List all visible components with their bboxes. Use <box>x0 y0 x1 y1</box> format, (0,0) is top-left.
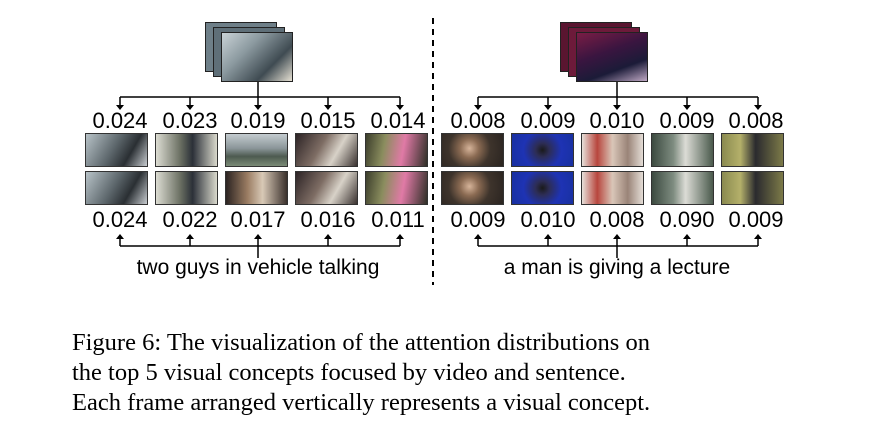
left-video-stack <box>205 22 297 82</box>
left-top-score: 0.014 <box>370 108 426 133</box>
frame-thumbnail <box>225 133 288 167</box>
frame-thumbnail <box>155 133 218 167</box>
left-bottom-score: 0.024 <box>92 207 148 232</box>
right-top-score: 0.008 <box>450 108 506 133</box>
frame-thumbnail <box>295 133 358 167</box>
frame-thumbnail <box>85 133 148 167</box>
right-bottom-score: 0.009 <box>728 207 784 232</box>
right-bottom-score: 0.009 <box>450 207 506 232</box>
right-bottom-score: 0.010 <box>520 207 576 232</box>
frame-thumbnail <box>651 133 714 167</box>
right-bottom-score: 0.090 <box>659 207 715 232</box>
right-video-stack <box>560 22 652 82</box>
left-bottom-score: 0.022 <box>162 207 218 232</box>
right-bottom-score: 0.008 <box>589 207 645 232</box>
left-top-score: 0.023 <box>162 108 218 133</box>
right-top-score: 0.010 <box>589 108 645 133</box>
attention-figure: 0.024 0.023 0.019 0.015 0.014 0.008 0.00… <box>85 18 784 285</box>
left-bottom-score: 0.016 <box>300 207 356 232</box>
frame-thumbnail <box>225 171 288 205</box>
caption-line: Each frame arranged vertically represent… <box>72 389 651 416</box>
left-top-score: 0.024 <box>92 108 148 133</box>
frame-thumbnail <box>365 133 428 167</box>
figure-caption: Figure 6: The visualization of the atten… <box>72 328 807 418</box>
frame-thumbnail <box>651 171 714 205</box>
frame-thumbnail <box>441 171 504 205</box>
left-bottom-score: 0.017 <box>230 207 286 232</box>
frame-thumbnail <box>155 171 218 205</box>
left-top-score: 0.015 <box>300 108 356 133</box>
left-bottom-score: 0.011 <box>371 207 425 232</box>
frame-thumbnail <box>511 171 574 205</box>
frame-thumbnail <box>365 171 428 205</box>
frame-thumbnail <box>721 171 784 205</box>
right-sentence-label: a man is giving a lecture <box>503 256 731 279</box>
connector-lines <box>116 18 762 285</box>
frame-thumbnail <box>441 133 504 167</box>
right-top-score: 0.008 <box>728 108 784 133</box>
frame-thumbnail <box>295 171 358 205</box>
right-top-score: 0.009 <box>520 108 576 133</box>
right-top-score: 0.009 <box>659 108 715 133</box>
caption-line: Figure 6: The visualization of the atten… <box>72 329 650 356</box>
frame-thumbnail <box>721 133 784 167</box>
frame-thumbnail <box>511 133 574 167</box>
frame-thumbnail <box>85 171 148 205</box>
left-top-score: 0.019 <box>230 108 286 133</box>
frame-thumbnail <box>581 171 644 205</box>
frame-thumbnail <box>581 133 644 167</box>
caption-line: the top 5 visual concepts focused by vid… <box>72 359 626 386</box>
left-sentence-label: two guys in vehicle talking <box>136 256 380 279</box>
